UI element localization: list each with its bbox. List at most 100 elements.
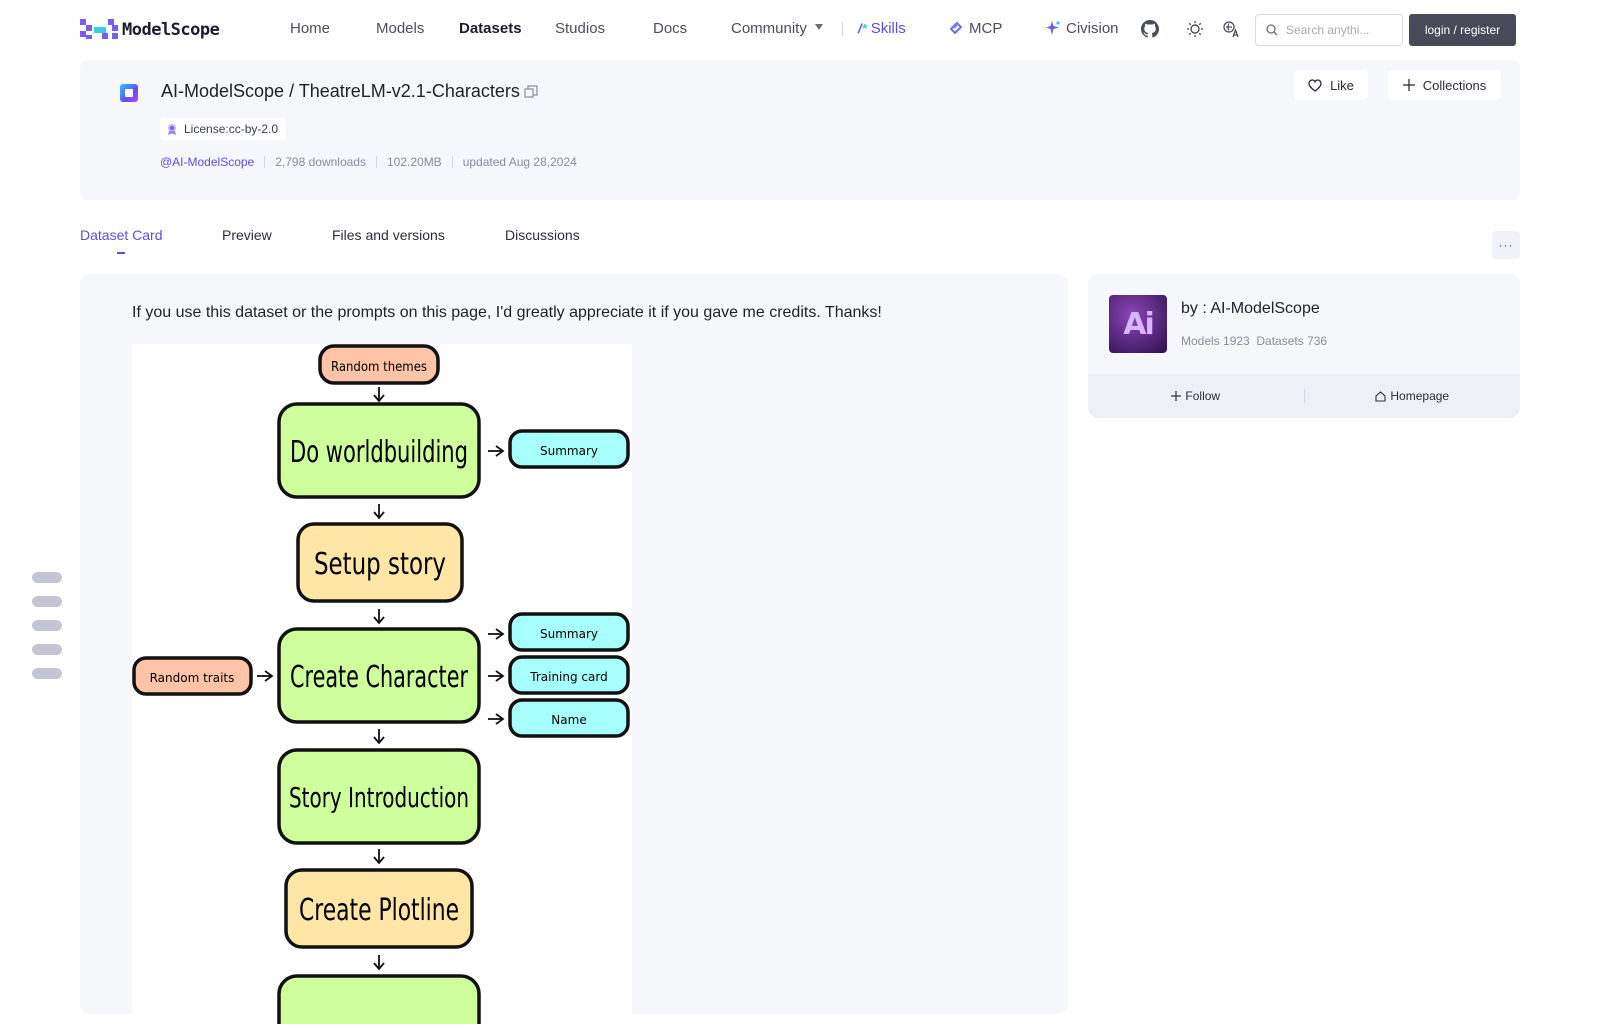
nav-docs[interactable]: Docs	[653, 20, 688, 37]
modelscope-logo-icon	[80, 19, 118, 41]
meta-divider	[264, 156, 266, 168]
floating-toc-handle[interactable]	[32, 572, 62, 692]
homepage-label: Homepage	[1390, 389, 1450, 403]
pipeline-flowchart-image: .arr{stroke:#111;stroke-width:1.8;fill:n…	[132, 344, 632, 1029]
collections-button[interactable]: Collections	[1388, 70, 1501, 100]
nav-community-label: Community	[731, 20, 807, 37]
avatar-text: Ai	[1123, 306, 1154, 342]
dataset-owner-link[interactable]: AI-ModelScope	[161, 81, 285, 101]
home-icon	[1375, 390, 1386, 402]
nav-skills-label: Skills	[870, 20, 906, 37]
node-name-label: Name	[551, 713, 586, 727]
dataset-tabs: Dataset Card Preview Files and versions …	[80, 222, 1520, 259]
dataset-title: AI-ModelScope / TheatreLM-v2.1-Character…	[161, 81, 520, 102]
search-input[interactable]	[1286, 23, 1396, 37]
toc-bar	[32, 620, 62, 631]
author-name[interactable]: by : AI-ModelScope	[1181, 300, 1320, 317]
arrow-down	[373, 955, 385, 971]
plus-icon	[1402, 79, 1415, 91]
node-create-plotline: Create Plotline	[284, 868, 474, 949]
search-box[interactable]	[1255, 14, 1403, 46]
node-random-traits-label: Random traits	[150, 671, 235, 685]
translate-icon[interactable]	[1220, 18, 1242, 40]
author-card: Ai by : AI-ModelScope Models 1923 Datase…	[1088, 274, 1520, 418]
toc-bar	[32, 572, 62, 583]
nav-models[interactable]: Models	[376, 20, 425, 37]
badge-icon	[168, 123, 176, 135]
plus-icon	[1171, 391, 1182, 401]
arrow-down	[373, 504, 385, 520]
dataset-card-content: If you use this dataset or the prompts o…	[80, 274, 1068, 1029]
node-summary-1: Summary	[508, 429, 630, 469]
arrow-right	[488, 628, 505, 640]
node-setup-story-label: Setup story	[314, 547, 446, 582]
tab-dataset-card[interactable]: Dataset Card	[80, 227, 163, 243]
sparkle-icon	[1046, 21, 1060, 35]
license-badge[interactable]: License:cc-by-2.0	[160, 118, 287, 140]
login-register-button[interactable]: login / register	[1409, 14, 1516, 46]
node-next-cropped	[277, 974, 481, 1029]
tab-files-and-versions[interactable]: Files and versions	[332, 227, 445, 243]
arrow-down	[373, 387, 385, 403]
arrow-down	[373, 729, 385, 745]
nav-datasets[interactable]: Datasets	[459, 20, 522, 37]
nav-skills[interactable]: /*Skills	[858, 20, 906, 38]
nav-mcp[interactable]: MCP	[948, 20, 1002, 38]
like-label: Like	[1330, 77, 1354, 93]
node-summary-1-label: Summary	[540, 444, 598, 458]
node-worldbuilding: Do worldbuilding	[277, 402, 481, 499]
nav-civision-label: Civision	[1066, 20, 1119, 37]
node-random-traits: Random traits	[132, 656, 253, 696]
nav-home[interactable]: Home	[290, 20, 331, 37]
mcp-icon	[949, 21, 963, 35]
nav-studios[interactable]: Studios	[555, 20, 606, 37]
toc-bar	[32, 668, 62, 679]
node-summary-2-label: Summary	[540, 627, 598, 641]
nav-divider	[842, 22, 843, 36]
node-random-themes: Random themes	[318, 344, 440, 385]
author-actions: Follow Homepage	[1088, 374, 1520, 418]
node-story-introduction-label: Story Introduction	[289, 781, 469, 814]
arrow-right	[488, 670, 505, 682]
license-label: License:cc-by-2.0	[184, 122, 279, 136]
dataset-meta: @AI-ModelScope 2,798 downloads 102.20MB …	[160, 155, 577, 169]
collections-label: Collections	[1422, 77, 1487, 93]
dataset-size: 102.20MB	[386, 155, 442, 169]
author-avatar[interactable]: Ai	[1109, 295, 1167, 353]
like-button[interactable]: Like	[1294, 70, 1368, 100]
arrow-right	[488, 445, 505, 457]
credits-note: If you use this dataset or the prompts o…	[132, 304, 882, 321]
arrow-down	[373, 609, 385, 625]
search-icon	[1266, 24, 1278, 36]
more-options-button[interactable]: ···	[1492, 231, 1520, 259]
sun-icon[interactable]	[1184, 18, 1206, 40]
downloads-count: 2,798 downloads	[275, 155, 366, 169]
nav-community[interactable]: Community	[731, 20, 823, 38]
arrow-down	[373, 849, 385, 865]
node-setup-story: Setup story	[296, 522, 464, 603]
node-training-card: Training card	[508, 655, 630, 695]
copy-icon[interactable]	[524, 85, 538, 99]
meta-divider	[375, 156, 377, 168]
github-icon[interactable]	[1139, 18, 1161, 40]
arrow-right	[257, 670, 274, 682]
node-name: Name	[508, 698, 630, 738]
updated-date: updated Aug 28,2024	[462, 155, 577, 169]
dataset-logo-icon	[120, 84, 138, 102]
tab-preview[interactable]: Preview	[222, 227, 272, 243]
brand-logo[interactable]: ModelScope	[80, 18, 220, 42]
skills-icon: /*	[858, 21, 867, 36]
top-nav: ModelScope Home Models Datasets Studios …	[0, 0, 1600, 58]
nav-civision[interactable]: Civision	[1045, 20, 1119, 38]
tab-discussions[interactable]: Discussions	[505, 227, 580, 243]
homepage-button[interactable]: Homepage	[1305, 389, 1521, 403]
chevron-down-icon	[814, 24, 823, 30]
arrow-right	[488, 713, 505, 725]
owner-handle-link[interactable]: @AI-ModelScope	[160, 155, 255, 169]
meta-divider	[451, 156, 453, 168]
title-separator: /	[284, 81, 299, 101]
toc-bar	[32, 644, 62, 655]
author-counts: Models 1923 Datasets 736	[1181, 334, 1328, 348]
follow-button[interactable]: Follow	[1088, 389, 1304, 403]
active-tab-indicator	[117, 252, 125, 254]
